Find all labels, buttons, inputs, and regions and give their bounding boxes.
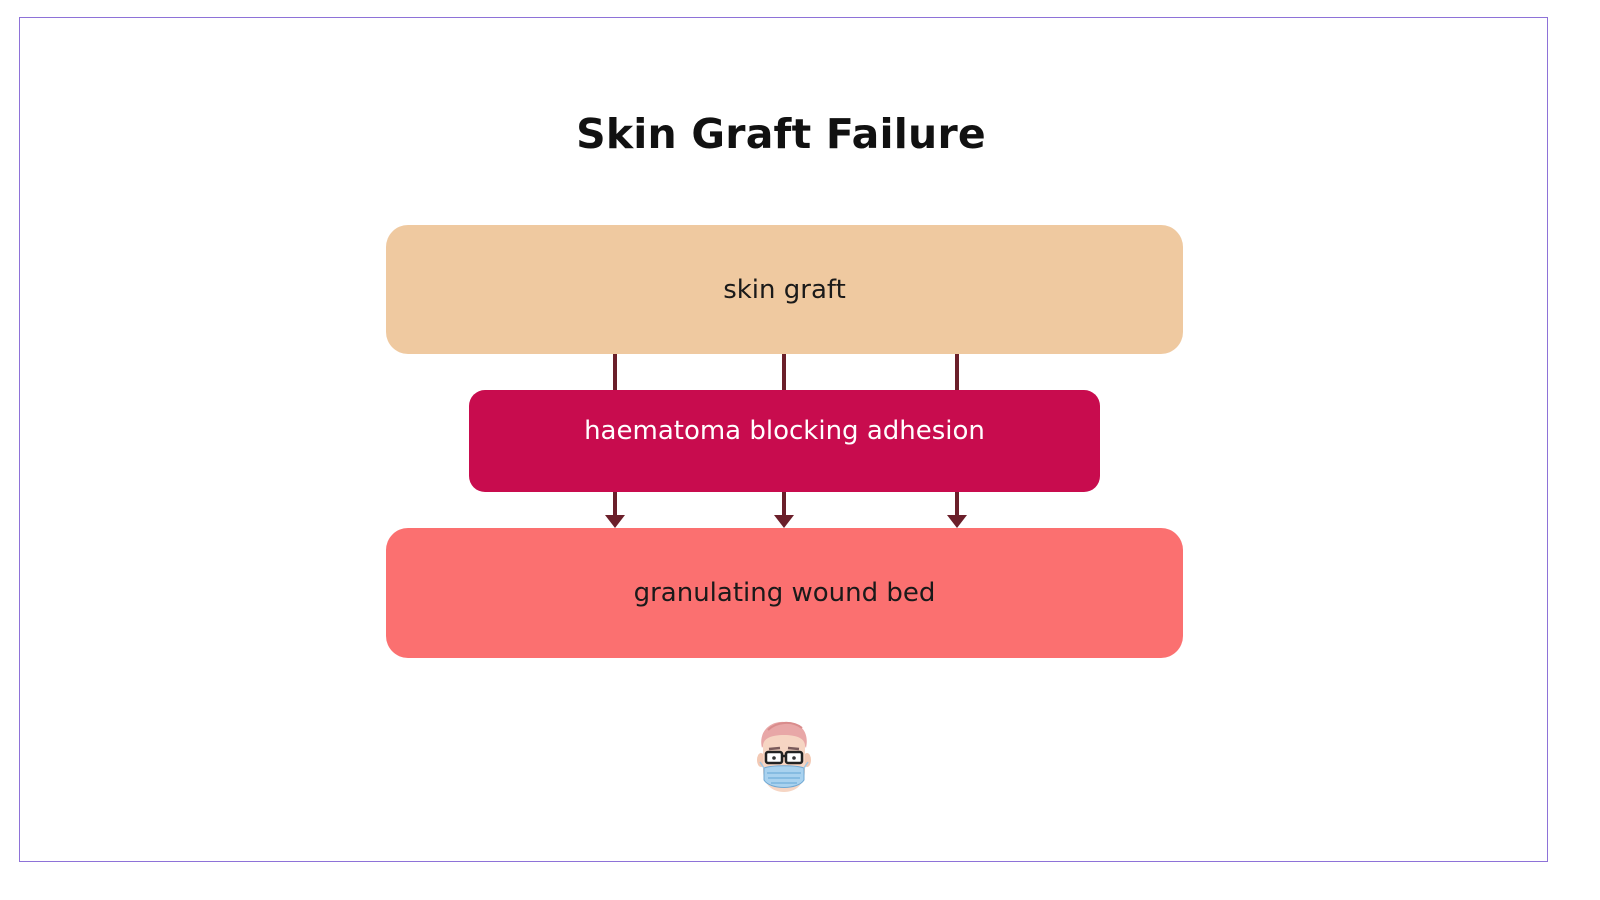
node-haematoma: haematoma blocking adhesion: [469, 390, 1100, 492]
node-skin-graft: skin graft: [386, 225, 1183, 354]
node-wound-bed: granulating wound bed: [386, 528, 1183, 658]
masked-doctor-avatar-icon: [757, 721, 811, 792]
page-title: Skin Graft Failure: [576, 110, 986, 158]
node-haematoma-label: haematoma blocking adhesion: [584, 416, 985, 446]
node-wound-bed-label: granulating wound bed: [633, 578, 936, 608]
node-skin-graft-label: skin graft: [723, 274, 846, 305]
